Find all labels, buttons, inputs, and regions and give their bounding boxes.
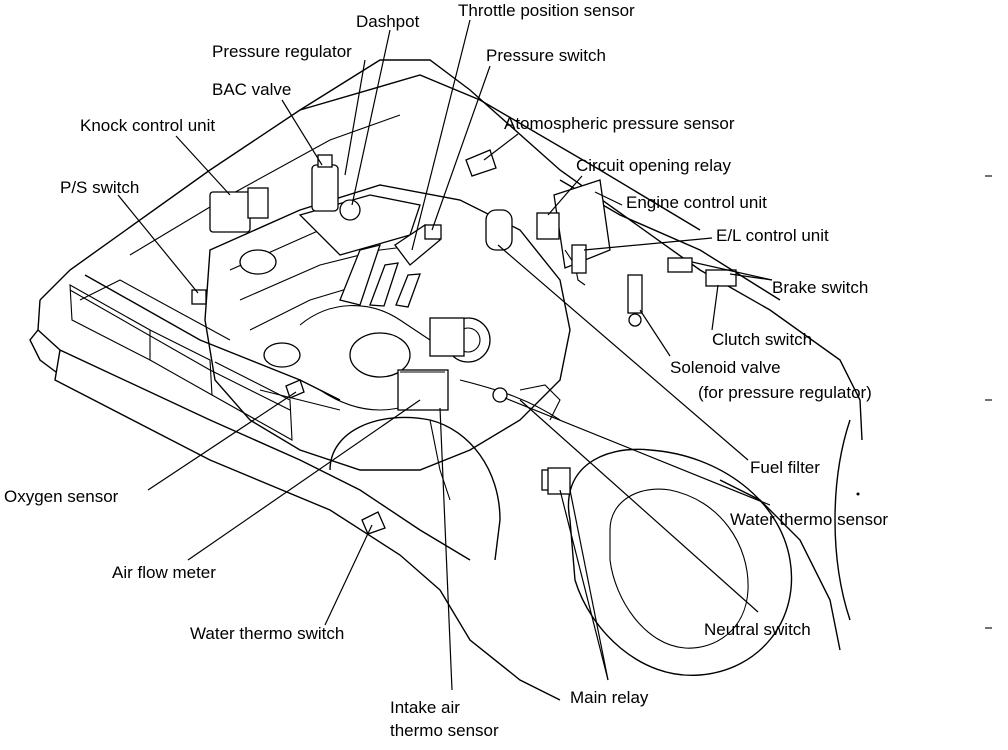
- label-pressure-switch: Pressure switch: [486, 46, 606, 65]
- leader-ps-switch: [117, 194, 199, 294]
- leader-circuit-opening-relay: [547, 175, 583, 216]
- leader-lines: [117, 19, 773, 691]
- circuit-opening-relay-part: [536, 212, 560, 240]
- water-thermo-switch-part: [361, 511, 386, 535]
- leader-bac-valve: [281, 99, 323, 166]
- label-pressure-regulator: Pressure regulator: [212, 42, 352, 61]
- engine-control-unit-part: [553, 179, 611, 269]
- leader-air-flow-meter: [187, 399, 421, 561]
- leader-brake-switch-1: [691, 261, 773, 281]
- ps-switch-part: [191, 289, 207, 305]
- leader-dashpot: [351, 29, 391, 206]
- leader-solenoid-valve: [639, 309, 671, 357]
- label-water-thermo-switch: Water thermo switch: [190, 624, 345, 643]
- label-air-flow-meter: Air flow meter: [112, 563, 216, 582]
- main-relay-part: [547, 467, 571, 495]
- label-clutch-switch: Clutch switch: [712, 330, 813, 349]
- water-thermo-sensor-part: [492, 387, 508, 403]
- leader-water-thermo-sensor: [504, 397, 771, 506]
- label-brake-switch: Brake switch: [772, 278, 869, 297]
- label-circuit-opening-relay: Circuit opening relay: [576, 156, 731, 175]
- clutch-switch-part: [627, 274, 643, 314]
- brake-switch-part: [667, 257, 693, 273]
- label-fuel-filter: Fuel filter: [750, 458, 820, 477]
- leader-pressure-regulator: [344, 59, 366, 176]
- label-water-thermo-sensor: Water thermo sensor: [730, 510, 889, 529]
- label-solenoid-valve-note: (for pressure regulator): [698, 383, 872, 402]
- knock-control-unit-part: [209, 191, 251, 233]
- leader-el-control-unit: [583, 237, 713, 251]
- label-oxygen-sensor: Oxygen sensor: [4, 487, 119, 506]
- leader-main-relay: [559, 489, 609, 681]
- oxygen-sensor-part: [285, 379, 305, 399]
- margin-marks: [856, 175, 992, 629]
- label-main-relay: Main relay: [570, 688, 649, 707]
- el-control-unit-part: [571, 244, 587, 274]
- label-bac-valve: BAC valve: [212, 80, 292, 99]
- leader-knock-control-unit: [175, 135, 231, 196]
- label-el-control-unit: E/L control unit: [716, 226, 829, 245]
- label-neutral-switch: Neutral switch: [704, 620, 811, 639]
- label-intake-air-line1: Intake air: [390, 698, 460, 717]
- leader-neutral-switch: [519, 399, 759, 613]
- dashpot-part: [339, 199, 361, 221]
- engine-assembly: [204, 184, 571, 501]
- label-atmospheric-pressure-sensor: Atomospheric pressure sensor: [504, 114, 735, 133]
- brake-switch-body: [705, 269, 737, 287]
- knock-control-unit-bracket: [247, 187, 269, 219]
- label-solenoid-valve: Solenoid valve: [670, 358, 781, 377]
- label-engine-control-unit: Engine control unit: [626, 193, 767, 212]
- leader-clutch-switch: [711, 284, 719, 331]
- leader-oxygen-sensor: [147, 391, 297, 491]
- leader-water-thermo-switch: [324, 524, 373, 626]
- label-intake-air-line2: thermo sensor: [390, 721, 499, 740]
- leader-pressure-switch: [431, 65, 491, 231]
- fuel-filter-part: [485, 209, 513, 251]
- label-dashpot: Dashpot: [356, 12, 420, 31]
- leader-main-relay-2: [569, 489, 609, 681]
- label-ps-switch: P/S switch: [60, 178, 140, 197]
- leader-fuel-filter: [497, 244, 749, 461]
- label-throttle-position-sensor: Throttle position sensor: [458, 1, 635, 20]
- pressure-switch-part: [424, 224, 442, 240]
- leader-intake-air-thermo-sensor: [439, 407, 453, 691]
- leader-brake-switch-2: [729, 273, 773, 281]
- leader-engine-control-unit: [594, 191, 623, 206]
- leader-throttle-position-sensor: [411, 19, 471, 251]
- leader-atmospheric-pressure-sensor: [483, 133, 519, 161]
- bac-valve-part: [311, 164, 339, 212]
- car-body-outline: [29, 59, 863, 701]
- label-knock-control-unit: Knock control unit: [80, 116, 216, 135]
